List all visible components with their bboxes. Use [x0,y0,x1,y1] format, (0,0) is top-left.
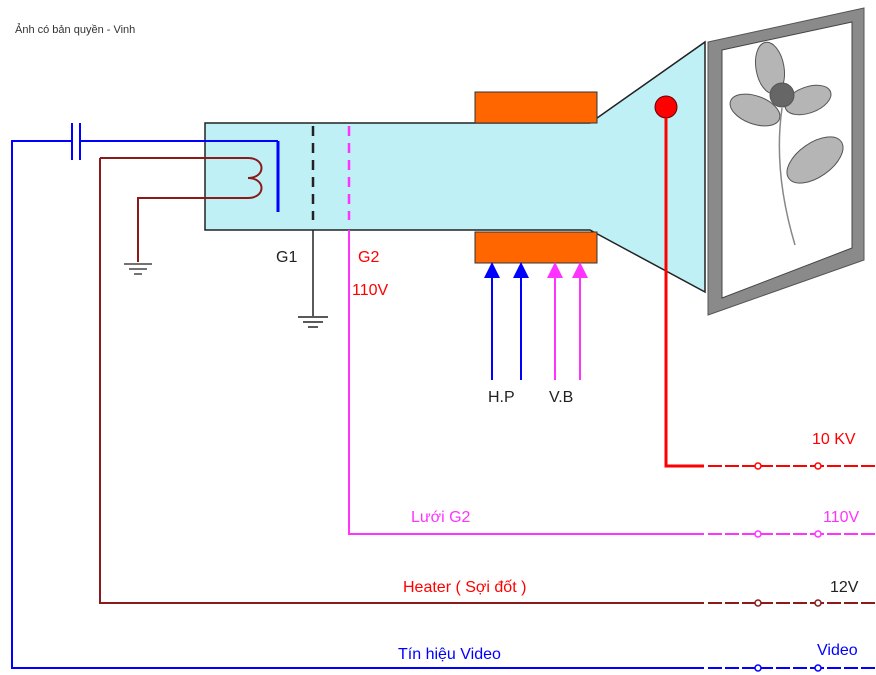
heater-filament [100,157,263,262]
heater-node-2 [814,599,822,607]
anode-voltage-label: 10 KV [812,431,856,448]
video-input-wire [11,140,704,669]
video-caption: Tín hiệu Video [398,646,501,663]
video-terminal-label: Video [817,642,858,659]
g1-ground-symbol [298,316,328,328]
vb-label: V.B [549,389,574,406]
g2-node-2 [814,530,822,538]
grid2-caption: Lưới G2 [411,509,471,526]
heater-wire [99,158,704,604]
heater-ground-symbol [124,263,152,275]
g1-label: G1 [276,249,298,266]
heater-voltage-label: 12V [830,579,859,596]
deflection-coil-bottom [474,231,598,264]
hp-label: H.P [488,389,515,406]
deflection-coil-top [474,91,598,124]
anode-node-2 [814,462,822,470]
anode-terminal [654,95,678,119]
video-node-2 [814,664,822,672]
g2-wire [348,230,704,535]
video-node-1 [754,664,762,672]
heater-node-1 [754,599,762,607]
grid2-voltage-label: 110V [823,509,860,526]
g2-voltage-label: 110V [352,282,389,299]
anode-node-1 [754,462,762,470]
anode-wire [664,118,704,468]
heater-caption: Heater ( Sợi đốt ) [403,579,527,596]
g2-node-1 [754,530,762,538]
flower-image [729,41,844,246]
watermark: Ảnh có bản quyền - Vinh [15,24,136,36]
g2-label: G2 [358,249,380,266]
